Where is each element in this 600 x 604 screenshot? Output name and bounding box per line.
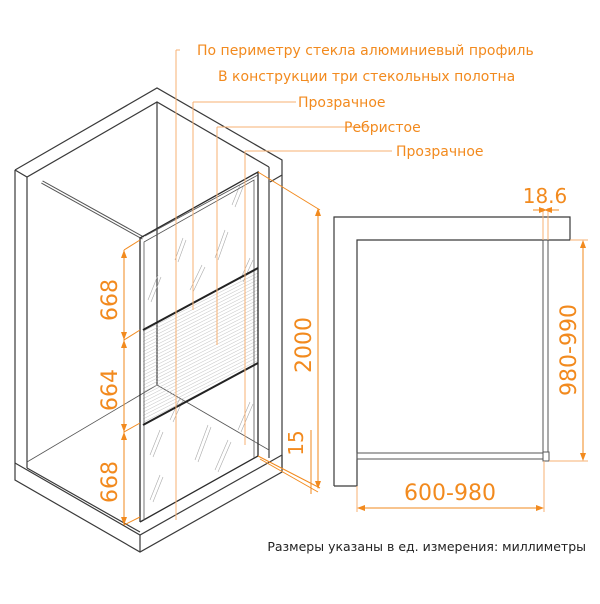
dim-top-panel: 668 <box>98 279 123 321</box>
stabilizer-bar <box>41 180 144 240</box>
dim-bottom-panel: 668 <box>98 461 123 503</box>
ribbed-glass <box>143 268 258 425</box>
callout-top-glass: Прозрачное <box>298 95 386 111</box>
callout-three-panels: В конструкции три стекольных полотна <box>218 69 515 85</box>
callout-leaders <box>175 49 392 520</box>
clear-glass-bottom-streaks <box>149 397 254 503</box>
iso-dimensions <box>121 171 321 526</box>
glass-panel <box>139 170 259 523</box>
callouts: По периметру стекла алюминиевый профиль … <box>197 43 534 160</box>
dim-total-height: 2000 <box>292 317 317 373</box>
dim-base-gap: 15 <box>284 430 308 455</box>
units-note: Размеры указаны в ед. измерения: миллиме… <box>267 539 586 554</box>
callout-bottom-glass: Прозрачное <box>396 144 484 160</box>
plan-stabilizer <box>356 452 549 460</box>
dim-middle-panel: 664 <box>98 369 123 411</box>
dim-profile-thickness: 18.6 <box>523 184 568 208</box>
dim-width-range: 600-980 <box>404 481 496 506</box>
callout-middle-glass: Ребристое <box>344 120 421 136</box>
callout-profile: По периметру стекла алюминиевый профиль <box>197 43 534 59</box>
plan-view: 18.6 980-990 600-980 <box>333 184 588 512</box>
dim-depth-range: 980-990 <box>557 304 582 396</box>
isometric-view: 668 664 668 2000 15 <box>14 49 392 553</box>
plan-glass-side <box>542 239 549 454</box>
